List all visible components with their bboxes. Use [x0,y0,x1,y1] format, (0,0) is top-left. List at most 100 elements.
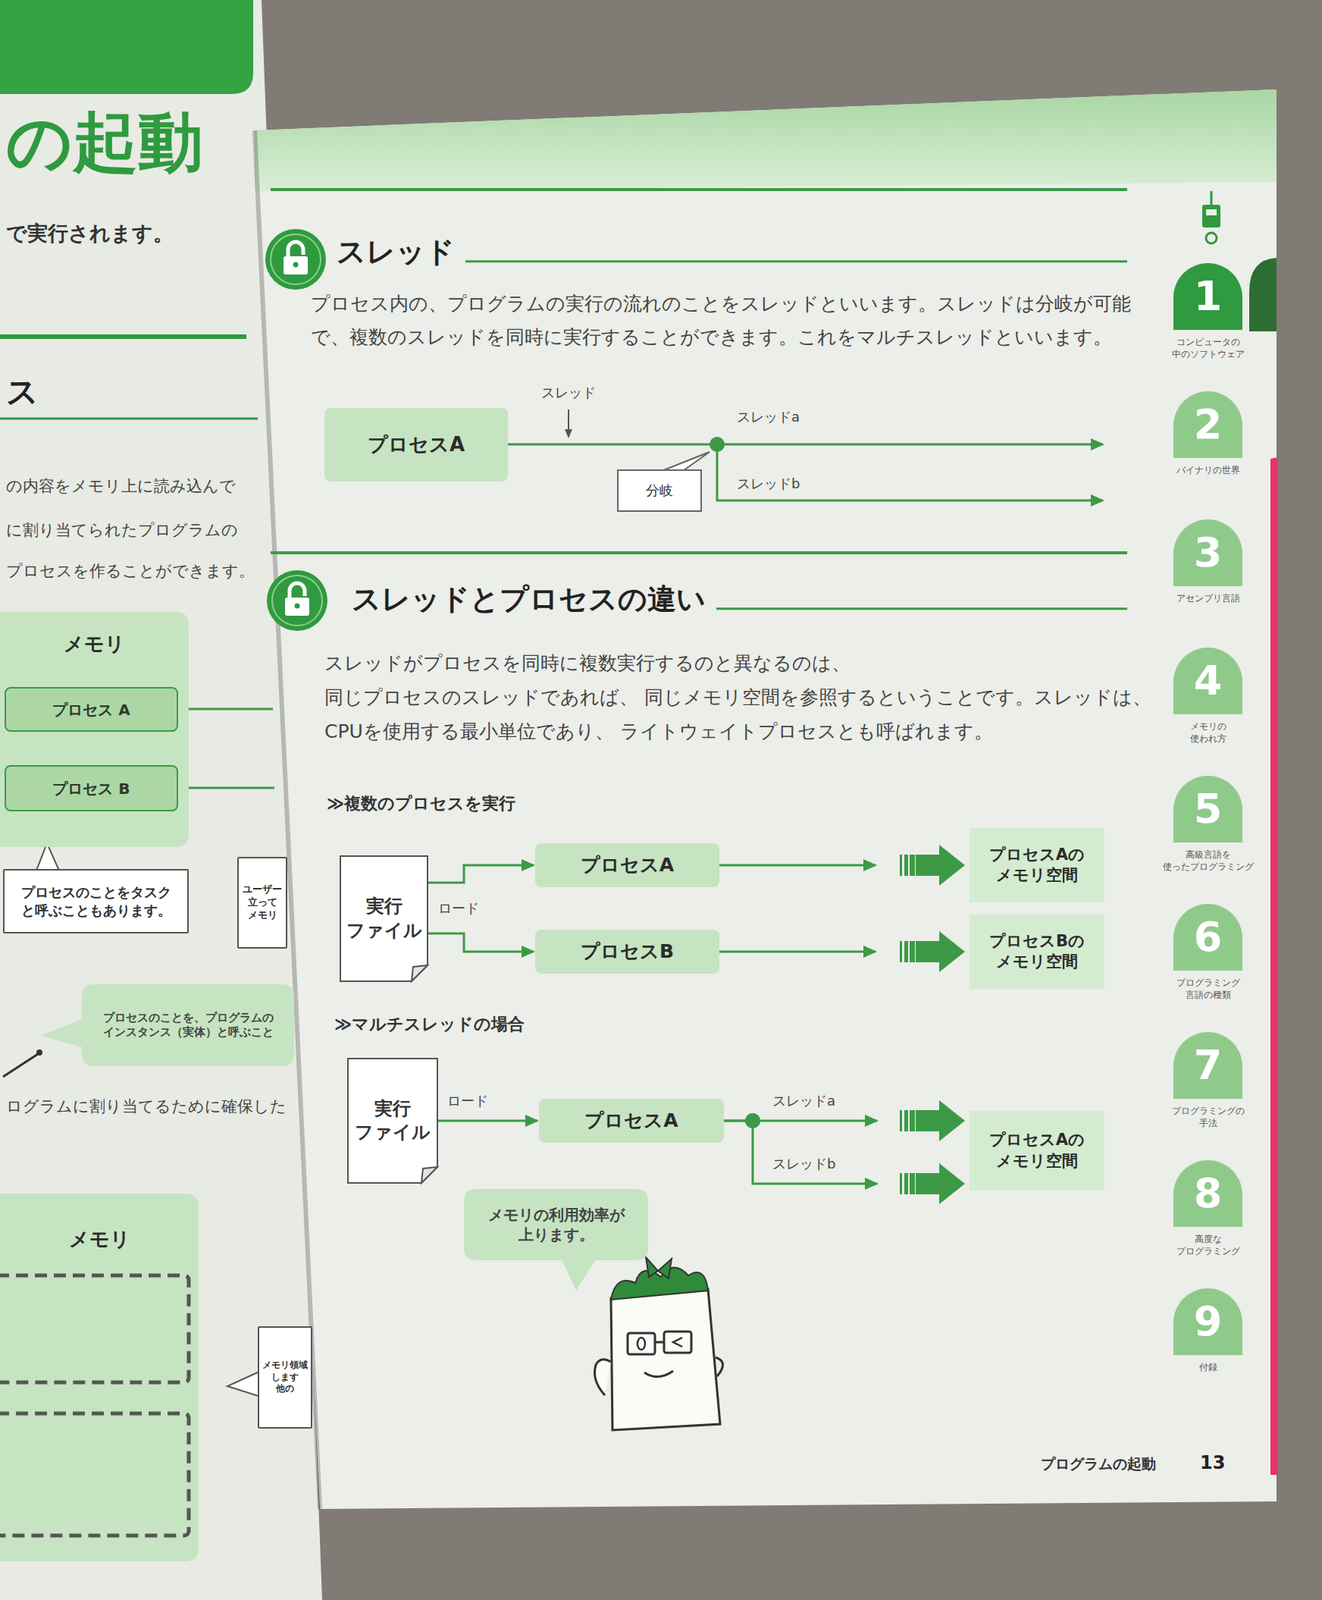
connector [719,844,965,886]
pencil-sketch [3,1049,43,1077]
lock-icon [270,234,321,285]
box-label: メモリ [0,1226,199,1253]
body-text-box: の内容をメモリ上に読み込んで [6,476,236,497]
body-text-box: プロセスを作ることができます。 [6,560,255,582]
edge-label-box: ロード [447,1091,489,1109]
body-text: ログラムに割り当てるために確保した [6,1096,287,1117]
big-arrow-stripe [904,1109,909,1131]
body-text: プロセスを作ることができます。 [6,560,255,582]
arrow-label: スレッドb [736,474,800,492]
mascot-character [610,1288,721,1430]
title-band [0,0,254,94]
file-fold [421,1166,438,1183]
chapter-tab: 4メモリの 使われ方 [1173,647,1243,745]
connector-line [438,1119,538,1122]
section-heading: スレッド [336,233,455,271]
bubble-shape [463,1188,649,1260]
mascot-character [627,1332,655,1354]
sub-heading-box: ≫マルチスレッドの場合 [334,1013,525,1036]
memory-panel: メモリプロセス A プロセス B [0,611,189,847]
flow-line [178,707,273,711]
big-arrow-stripe [909,1109,915,1131]
lock-icon [265,228,326,290]
next-tab [1249,257,1277,332]
chapter-tab: 1コンピュータの 中のソフトウェア [1173,263,1243,361]
big-arrow-stripe [909,1172,915,1194]
callout-box: プロセスのことをタスク と呼ぶこともあります。 [3,868,189,934]
connector-line [428,864,534,883]
tab-shape [1173,903,1243,971]
box-label: プロセスBの メモリ空間 [977,930,1097,973]
file-fold [411,964,428,981]
tab-shape [1173,391,1243,458]
running-footer: プログラムの起動 [1040,1453,1156,1473]
callout-box: ユーザー 立って メモリ [237,856,288,949]
thread-arrow [717,444,1103,501]
section-heading-box: ス [6,371,39,414]
process-box: プロセスA [538,1098,724,1143]
big-arrow-stripe [904,854,909,876]
body-text-box: プロセス内の、プログラムの実行の流れのことをスレッドといいます。スレッドは分岐が… [310,287,1145,354]
speech-bubble: メモリの利用効率が 上ります。 [463,1188,649,1260]
sub-heading: ≫複数のプロセスを実行 [326,792,516,815]
chapter-number: 3 [1173,519,1243,586]
process-box: プロセス B [4,764,179,812]
arrow-label-box: ロード [438,899,480,917]
box-label: メモリ領域 します 他の [262,1359,308,1395]
mascot-character [595,1256,724,1430]
thread-line [507,443,718,446]
running-footer-box: プログラムの起動 [1040,1453,1156,1473]
body-text: の内容をメモリ上に読み込んで [6,476,236,497]
memory-space-box: プロセスAの メモリ空間 [969,827,1105,903]
connector-line [723,1120,878,1184]
section-heading-box: スレッド [336,233,455,271]
big-arrow-stripe [904,940,909,962]
box-label: プロセス A [12,699,171,720]
file-outline [347,1058,438,1183]
tab-shape [1173,647,1243,715]
box-label: プロセスAの メモリ空間 [977,1129,1097,1172]
doc-shape [339,855,429,982]
edge-label: スレッドa [772,1091,836,1109]
panel-body [0,611,189,847]
dashed-region [0,1275,189,1382]
file-icon: 実行 ファイル [347,1057,439,1184]
big-arrow [915,1162,965,1204]
callout-pointer [227,1370,261,1397]
heading-rule [0,334,247,339]
section-heading-box: スレッドとプロセスの違い [351,580,706,618]
big-arrow-stripe [899,1172,903,1194]
pointer-arrow [567,409,570,437]
mascot-icon [1202,191,1221,244]
chapter-number: 9 [1173,1287,1243,1355]
big-arrow [915,930,965,972]
chapter-caption: プログラミングの 手法 [1166,1104,1250,1129]
lock-icon [265,228,326,290]
big-arrow [915,844,965,886]
lock-icon [293,262,299,268]
branch-dot [745,1112,761,1128]
mascot-character [644,1370,674,1377]
bubble-body [81,983,295,1066]
section-heading: スレッドとプロセスの違い [351,580,706,618]
bubble-tail [40,1017,85,1048]
chapter-caption: アセンブリ言語 [1166,592,1250,605]
doc-shape [347,1057,439,1184]
box-label: 実行 ファイル [353,1096,433,1144]
memory-panel: メモリ [0,1193,199,1561]
heading-rule [465,260,1128,263]
chapter-number: 5 [1173,775,1243,843]
chapter-caption: 付録 [1185,1360,1232,1373]
chapter-number: 8 [1173,1159,1243,1227]
process-box: プロセス A [4,686,179,732]
box-label: メモリ [0,631,189,658]
mascot-character [654,1340,665,1344]
lock-icon [272,575,323,626]
edge-label: ロード [447,1091,489,1109]
process-box: プロセスB [535,929,720,974]
tab-shape [1173,775,1243,843]
memory-space-box: プロセスBの メモリ空間 [969,914,1105,989]
box-label: プロセスA [330,432,502,458]
speech-bubble: プロセスのことを、プログラムの インスタンス（実体）と呼ぶこと [81,983,295,1066]
